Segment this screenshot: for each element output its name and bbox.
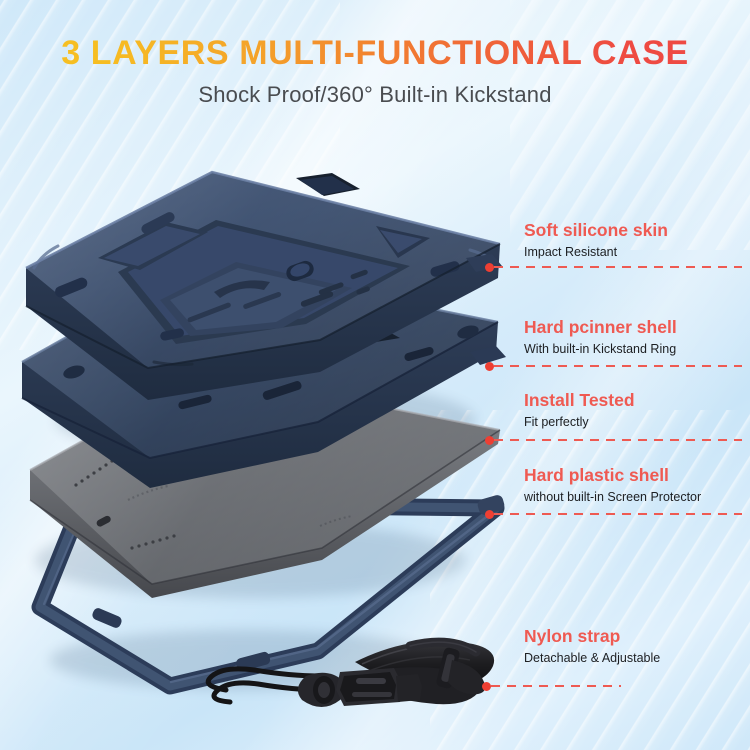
leader-dot-hard-pc-inner-shell [485,362,494,371]
callout-title-hard-pc-inner-shell: Hard pcinner shell [524,317,677,337]
callout-subtitle-nylon-strap: Detachable & Adjustable [524,650,661,665]
callout-title-nylon-strap: Nylon strap [524,626,621,646]
leader-line-install-tested [494,439,742,441]
leader-line-hard-pc-inner-shell [494,365,742,367]
callout-soft-silicone-skin: Soft silicone skin Impact Resistant [524,220,668,260]
leader-line-soft-silicone-skin [494,266,742,268]
leader-line-nylon-strap [491,685,621,687]
callout-title-soft-silicone-skin: Soft silicone skin [524,220,668,240]
page-subtitle: Shock Proof/360° Built-in Kickstand [198,81,552,107]
callout-subtitle-install-tested: Fit perfectly [524,414,589,429]
callout-title-install-tested: Install Tested [524,390,635,410]
leader-dot-hard-plastic-shell [485,510,494,519]
callout-title-hard-plastic-shell: Hard plastic shell [524,465,669,485]
callout-hard-plastic-shell: Hard plastic shell without built-in Scre… [524,465,701,505]
header: 3 LAYERS MULTI-FUNCTIONAL CASE Shock Pro… [0,35,750,108]
leader-line-hard-plastic-shell [494,513,742,515]
callout-hard-pc-inner-shell: Hard pcinner shell With built-in Kicksta… [524,317,677,357]
callout-subtitle-hard-plastic-shell: without built-in Screen Protector [524,489,702,504]
leader-dot-install-tested [485,436,494,445]
leader-dot-nylon-strap [482,682,491,691]
leader-dot-soft-silicone-skin [485,263,494,272]
page-title: 3 LAYERS MULTI-FUNCTIONAL CASE [0,35,750,72]
callout-install-tested: Install Tested Fit perfectly [524,390,635,430]
callout-subtitle-hard-pc-inner-shell: With built-in Kickstand Ring [524,341,677,356]
callout-nylon-strap: Nylon strap Detachable & Adjustable [524,626,660,666]
callout-subtitle-soft-silicone-skin: Impact Resistant [524,244,618,259]
